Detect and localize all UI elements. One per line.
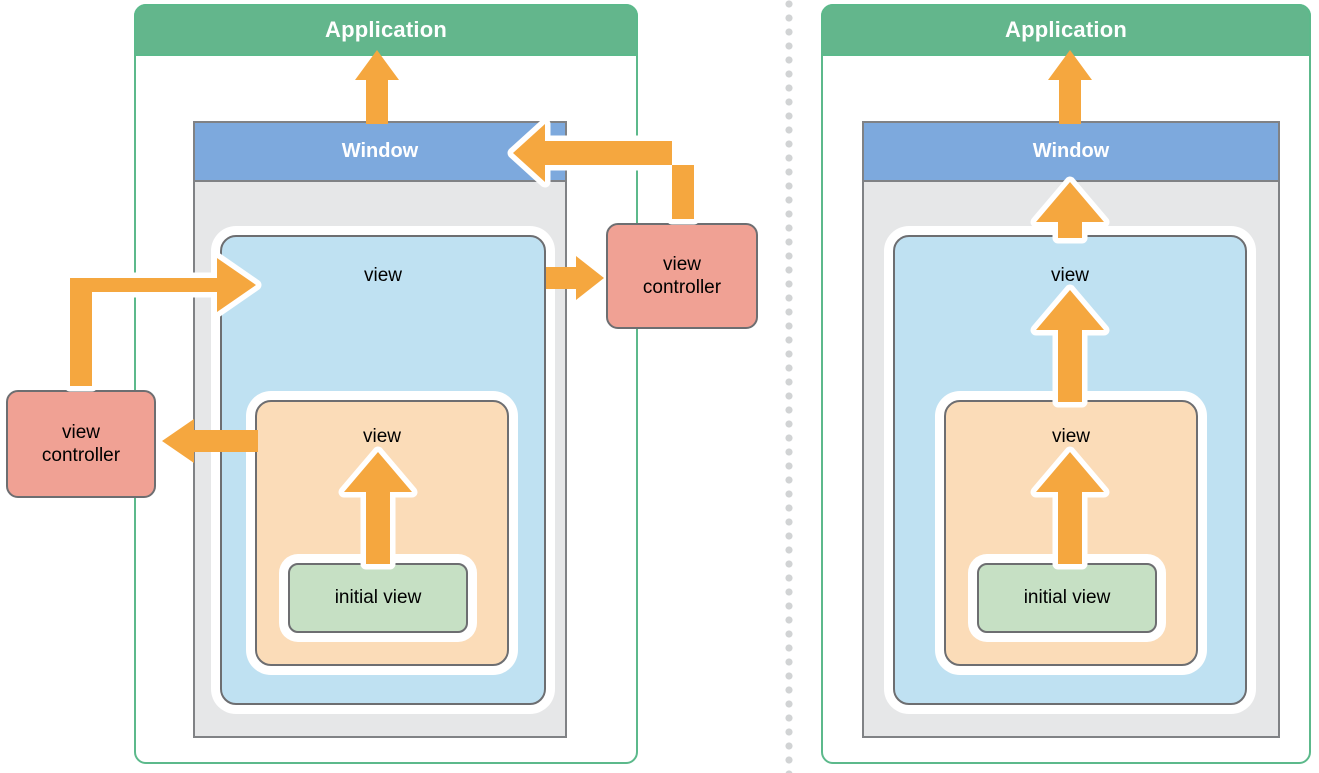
right-view-controller-line2: controller — [642, 277, 722, 298]
left-panel-outer-view-label: view — [363, 265, 402, 286]
right-panel-initial-view-box: initial view — [977, 563, 1157, 633]
right-view-controller-line1: view — [662, 253, 701, 275]
left-view-controller-line1: view — [61, 421, 100, 443]
right-panel-application-header: Application — [821, 4, 1311, 56]
left-view-controller-box: view controller — [6, 390, 156, 498]
left-panel-window-label: Window — [341, 140, 419, 162]
left-panel-application-label: Application — [325, 17, 447, 42]
left-panel-inner-view-label: view — [362, 426, 401, 447]
left-panel-window-header: Window — [193, 121, 567, 182]
right-panel-outer-view-label: view — [1050, 265, 1089, 286]
right-panel-initial-view-label: initial view — [1023, 587, 1111, 608]
right-panel-window-header: Window — [862, 121, 1280, 182]
dotted-vertical-divider — [785, 0, 793, 773]
left-panel-initial-view-label: initial view — [334, 587, 422, 608]
left-panel-initial-view-box: initial view — [288, 563, 468, 633]
left-view-controller-line2: controller — [41, 445, 121, 466]
right-panel-inner-view-label: view — [1051, 426, 1090, 447]
right-panel-application-label: Application — [1005, 17, 1127, 42]
left-panel-application-header: Application — [134, 4, 638, 56]
right-panel-window-label: Window — [1032, 140, 1110, 162]
right-view-controller-box: view controller — [606, 223, 758, 329]
